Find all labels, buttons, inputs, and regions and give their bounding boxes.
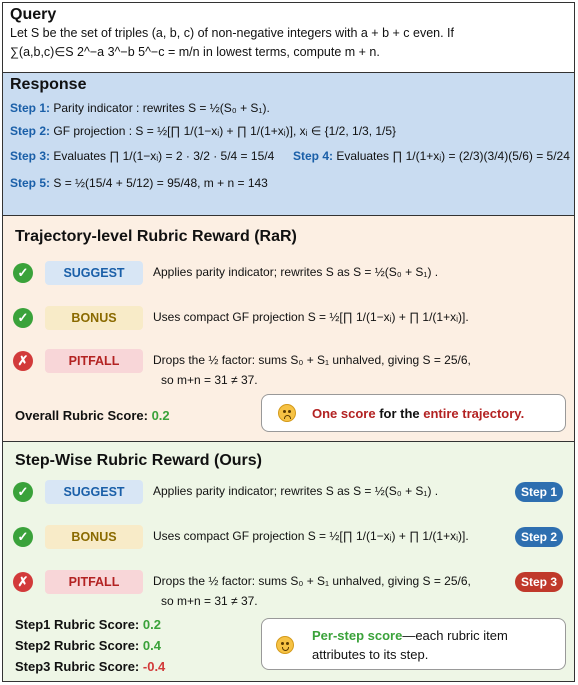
score-label: Overall Rubric Score: [15,408,148,423]
ours-callout-text: Per-step score—each rubric item attribut… [312,626,508,664]
rubric-text-continued: so m+n = 31 ≠ 37. [161,594,258,608]
cross-icon: ✗ [13,572,33,592]
callout-bold: Per-step score [312,628,403,643]
check-icon: ✓ [13,263,33,283]
step2-score: Step2 Rubric Score: 0.4 [15,638,161,653]
suggest-tag: SUGGEST [45,261,143,285]
step-text: Evaluates ∏ 1/(1−xᵢ) = 2 · 3/2 · 5/4 = 1… [53,149,275,163]
callout-bold: entire trajectory. [423,406,525,421]
callout-rest-2: attributes to its step. [312,647,429,662]
ours-callout: Per-step score—each rubric item attribut… [261,618,566,670]
step-1-pill: Step 1 [515,482,563,502]
step-label: Step 1: [10,101,51,115]
overall-score: Overall Rubric Score: 0.2 [15,408,170,423]
rar-panel: Trajectory-level Rubric Reward (RaR) ✓ S… [3,216,574,442]
smile-face-icon [276,636,294,654]
step3-score: Step3 Rubric Score: -0.4 [15,659,165,674]
step-label: Step 4: [293,149,334,163]
ours-title: Step-Wise Rubric Reward (Ours) [15,452,263,469]
score-label: Step2 Rubric Score: [15,638,140,653]
rar-title: Trajectory-level Rubric Reward (RaR) [15,228,297,245]
rubric-text-continued: so m+n = 31 ≠ 37. [161,373,258,387]
suggest-tag: SUGGEST [45,480,143,504]
response-step-5: Step 5: S = ½(15/4 + 5/12) = 95/48, m + … [10,176,268,190]
rar-callout: One score for the entire trajectory. [261,394,566,432]
response-step-4: Step 4: Evaluates ∏ 1/(1+xᵢ) = (2/3)(3/4… [293,149,570,163]
bonus-tag: BONUS [45,306,143,330]
step-text: S = ½(15/4 + 5/12) = 95/48, m + n = 143 [53,176,268,190]
pitfall-tag: PITFALL [45,570,143,594]
sad-face-icon [278,404,296,422]
response-title: Response [10,76,87,93]
response-step-3: Step 3: Evaluates ∏ 1/(1−xᵢ) = 2 · 3/2 ·… [10,149,274,163]
query-title: Query [10,6,57,23]
score-value: 0.2 [151,408,170,423]
score-label: Step1 Rubric Score: [15,617,140,632]
query-line-2: ∑(a,b,c)∈S 2^−a 3^−b 5^−c = m/n in lowes… [10,45,380,59]
ours-item-suggest: ✓ SUGGEST Applies parity indicator; rewr… [13,480,573,504]
rubric-text: Uses compact GF projection S = ½[∏ 1/(1−… [153,310,469,324]
query-line-1: Let S be the set of triples (a, b, c) of… [10,26,455,40]
rubric-text: Uses compact GF projection S = ½[∏ 1/(1−… [153,529,469,543]
check-icon: ✓ [13,482,33,502]
score-value: 0.2 [142,617,161,632]
rubric-text: Drops the ½ factor: sums S₀ + S₁ unhalve… [153,574,471,588]
response-panel: Response Step 1: Parity indicator : rewr… [3,73,574,216]
step1-score: Step1 Rubric Score: 0.2 [15,617,161,632]
bonus-tag: BONUS [45,525,143,549]
callout-bold: One score [312,406,376,421]
pitfall-tag: PITFALL [45,349,143,373]
response-step-2: Step 2: GF projection : S = ½[∏ 1/(1−xᵢ)… [10,124,396,138]
step-label: Step 3: [10,149,51,163]
cross-icon: ✗ [13,351,33,371]
callout-mid: for the [375,406,424,421]
ours-panel: Step-Wise Rubric Reward (Ours) ✓ SUGGEST… [3,442,574,681]
ours-item-pitfall: ✗ PITFALL Drops the ½ factor: sums S₀ + … [13,570,573,614]
rar-item-pitfall: ✗ PITFALL Drops the ½ factor: sums S₀ + … [13,349,573,393]
rar-callout-text: One score for the entire trajectory. [312,406,524,421]
check-icon: ✓ [13,527,33,547]
step-text: Parity indicator : rewrites S = ½(S₀ + S… [53,101,270,115]
step-text: Evaluates ∏ 1/(1+xᵢ) = (2/3)(3/4)(5/6) =… [336,149,570,163]
rar-item-suggest: ✓ SUGGEST Applies parity indicator; rewr… [13,261,573,285]
step-label: Step 5: [10,176,51,190]
score-value: -0.4 [142,659,166,674]
score-value: 0.4 [142,638,161,653]
step-2-pill: Step 2 [515,527,563,547]
rubric-text: Applies parity indicator; rewrites S as … [153,265,439,279]
step-3-pill: Step 3 [515,572,563,592]
step-text: GF projection : S = ½[∏ 1/(1−xᵢ) + ∏ 1/(… [53,124,397,138]
callout-rest-1: —each rubric item [402,628,508,643]
ours-item-bonus: ✓ BONUS Uses compact GF projection S = ½… [13,525,573,549]
rubric-text: Drops the ½ factor: sums S₀ + S₁ unhalve… [153,353,471,367]
check-icon: ✓ [13,308,33,328]
step-label: Step 2: [10,124,51,138]
rubric-text: Applies parity indicator; rewrites S as … [153,484,439,498]
query-panel: Query Let S be the set of triples (a, b,… [3,3,574,73]
response-step-1: Step 1: Parity indicator : rewrites S = … [10,101,270,115]
score-label: Step3 Rubric Score: [15,659,140,674]
rar-item-bonus: ✓ BONUS Uses compact GF projection S = ½… [13,306,573,330]
